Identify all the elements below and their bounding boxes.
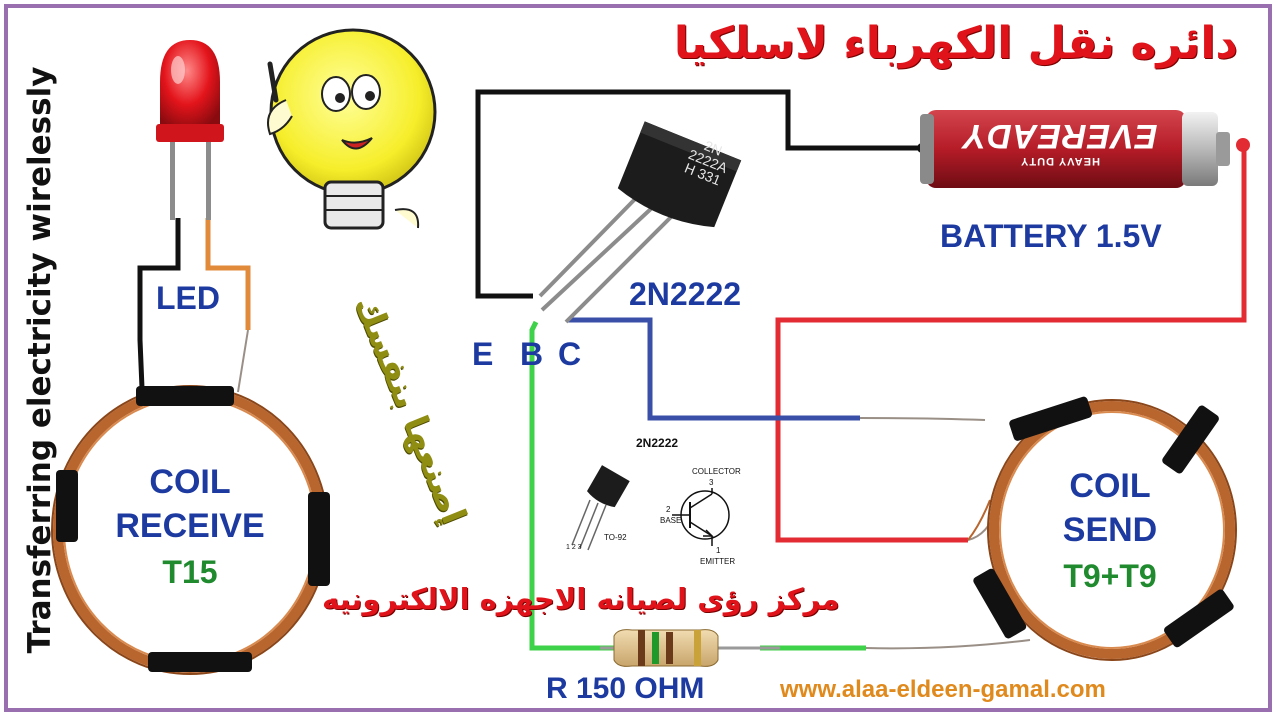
pin-label-e: E — [472, 336, 494, 372]
inset-pin-collector: 3 — [709, 478, 714, 487]
inset-emitter: EMITTER — [700, 557, 736, 566]
wire-led-anode — [205, 218, 251, 330]
wire-base-to-resistor — [529, 320, 620, 651]
send-coil-line2: SEND — [1062, 511, 1158, 549]
wire-led-cathode — [137, 218, 181, 389]
inset-base: BASE — [660, 516, 682, 525]
coil-lead-center-2 — [967, 499, 991, 541]
receive-coil-graphic — [51, 385, 330, 675]
pinout-inset-graphic — [571, 465, 730, 551]
coil-lead-base — [865, 639, 1031, 650]
bulb-cartoon — [267, 28, 437, 230]
battery-branding: HEAVY DUTY EVEREADY — [960, 116, 1160, 167]
send-coil-line1: COIL — [1069, 467, 1151, 505]
receive-coil-labels: COIL RECEIVE T15 — [100, 462, 280, 594]
battery-label: BATTERY 1.5V — [940, 218, 1162, 254]
battery-positive-terminal — [1236, 138, 1250, 152]
coil-lead-led-2 — [237, 329, 249, 393]
center-center-name: مركز رؤى لصيانه الاجهزه الالكترونيه — [322, 582, 840, 616]
website-link[interactable]: www.alaa-eldeen-gamal.com — [780, 676, 1106, 703]
send-coil-graphic — [973, 396, 1237, 661]
pin-label-b: B — [520, 336, 544, 372]
wire-battery-positive-to-coil — [775, 146, 1247, 543]
page-title: دائره نقل الكهرباء لاسلكيا — [673, 18, 1238, 69]
resistor-label: R 150 OHM — [546, 672, 705, 705]
receive-coil-line1: COIL — [149, 463, 231, 501]
receive-coil-line2: RECEIVE — [115, 507, 265, 545]
led-label: LED — [156, 280, 220, 316]
inset-collector: COLLECTOR — [692, 467, 741, 476]
send-coil-labels: COIL SEND T9+T9 — [1020, 466, 1200, 598]
inset-pin-base: 2 — [666, 505, 671, 514]
side-title: Transferring electricity wirelessly — [22, 66, 58, 654]
inset-package: TO-92 — [604, 533, 627, 542]
led-graphic — [156, 40, 224, 220]
battery-graphic — [920, 110, 1230, 188]
inset-package-pins: 1 2 3 — [566, 544, 582, 551]
page-border — [4, 4, 1272, 712]
transistor-label: 2N2222 — [629, 276, 742, 312]
pin-label-c: C — [558, 336, 582, 372]
resistor-graphic — [600, 629, 780, 667]
coil-lead-collector — [859, 417, 986, 421]
battery-brand: EVEREADY — [962, 117, 1158, 155]
wire-collector-to-coil — [568, 317, 860, 421]
inset-pin-emitter: 1 — [716, 546, 721, 555]
receive-coil-turns: T15 — [162, 554, 218, 590]
send-coil-turns: T9+T9 — [1063, 558, 1157, 594]
inset-title: 2N2222 — [636, 436, 679, 450]
transistor-graphic — [538, 121, 742, 324]
wire-emitter-to-battery — [475, 89, 922, 299]
battery-tagline: HEAVY DUTY — [1020, 155, 1100, 167]
